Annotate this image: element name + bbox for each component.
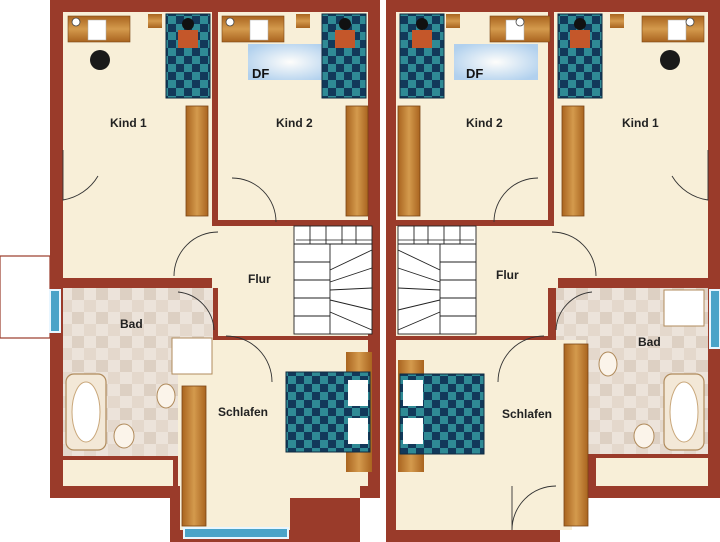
- right-kind2-wardrobe: [397, 105, 421, 217]
- right-flur-label: Flur: [496, 268, 519, 282]
- right-unit: DF: [386, 0, 720, 542]
- right-schlafen-lower: [396, 486, 572, 530]
- left-schlafen-label: Schlafen: [218, 405, 268, 419]
- left-dachfenster: [248, 44, 332, 80]
- right-entrance-door: [511, 485, 557, 531]
- left-kind1-wardrobe: [185, 105, 209, 217]
- left-bad-window: [49, 289, 61, 333]
- left-double-bed: [285, 352, 372, 472]
- left-kind1-shelf: [148, 14, 162, 28]
- left-kind1-door: [62, 150, 99, 201]
- left-kind2-bed: [321, 13, 367, 99]
- left-flur-door: [173, 231, 219, 277]
- left-schlafen-door: [225, 335, 273, 383]
- left-kind2-lamp: [225, 17, 235, 27]
- right-dachfenster: [454, 44, 538, 80]
- left-schlafen-right: [290, 486, 360, 498]
- left-kind1-lamp: [71, 17, 81, 27]
- left-unit: DF: [0, 0, 380, 542]
- right-flur-link: [546, 226, 558, 288]
- right-kind2-lamp: [515, 17, 525, 27]
- right-bad-door: [555, 291, 593, 331]
- left-sink: [156, 383, 176, 409]
- right-bad-lower: [596, 458, 708, 486]
- right-kind1-label: Kind 1: [622, 116, 659, 130]
- right-kind1-bed: [557, 13, 603, 99]
- right-bad-label: Bad: [638, 335, 661, 349]
- left-kind1-chair: [90, 50, 110, 70]
- right-schlafen-wardrobe: [563, 343, 589, 527]
- right-kind2-bed: [399, 13, 445, 99]
- left-kind1-bed: [165, 13, 211, 99]
- right-kind1-door: [671, 150, 709, 201]
- left-kind1-label: Kind 1: [110, 116, 147, 130]
- right-kind2-label: Kind 2: [466, 116, 503, 130]
- right-schlafen-door: [497, 335, 545, 383]
- right-double-bed: [398, 360, 485, 472]
- left-kind2-wardrobe: [345, 105, 369, 217]
- right-kind1-desk-paper: [667, 19, 687, 41]
- left-bad-door: [177, 291, 215, 331]
- left-kind1-desk-paper: [87, 19, 107, 41]
- left-bad-lower: [63, 460, 173, 486]
- right-sink: [598, 351, 618, 377]
- right-kind2-shelf: [446, 14, 460, 28]
- right-shower: [663, 289, 705, 327]
- left-stairs: [293, 225, 373, 335]
- left-balcony: [0, 255, 51, 339]
- left-kind2-door: [231, 177, 277, 223]
- left-bottom-window: [183, 527, 289, 539]
- right-dachfenster-label: DF: [466, 66, 483, 81]
- left-bathtub-basin: [71, 381, 101, 443]
- left-kind2-label: Kind 2: [276, 116, 313, 130]
- right-schlafen-label: Schlafen: [502, 407, 552, 421]
- left-kind2-shelf: [296, 14, 310, 28]
- right-bad-window: [709, 289, 720, 349]
- left-schlafen-wardrobe: [181, 385, 207, 527]
- right-stairs: [397, 225, 477, 335]
- right-toilet: [633, 423, 655, 449]
- right-kind1-shelf: [610, 14, 624, 28]
- left-flur-link: [212, 226, 222, 288]
- right-kind1-chair: [660, 50, 680, 70]
- left-flur-label: Flur: [248, 272, 271, 286]
- right-kind1-lamp: [685, 17, 695, 27]
- left-shower: [171, 337, 213, 375]
- left-toilet: [113, 423, 135, 449]
- right-flur-door: [551, 231, 597, 277]
- left-dachfenster-label: DF: [252, 66, 269, 81]
- left-kind2-desk-paper: [249, 19, 269, 41]
- right-kind2-door: [493, 177, 539, 223]
- left-bad-label: Bad: [120, 317, 143, 331]
- right-kind1-wardrobe: [561, 105, 585, 217]
- right-bathtub-basin: [669, 381, 699, 443]
